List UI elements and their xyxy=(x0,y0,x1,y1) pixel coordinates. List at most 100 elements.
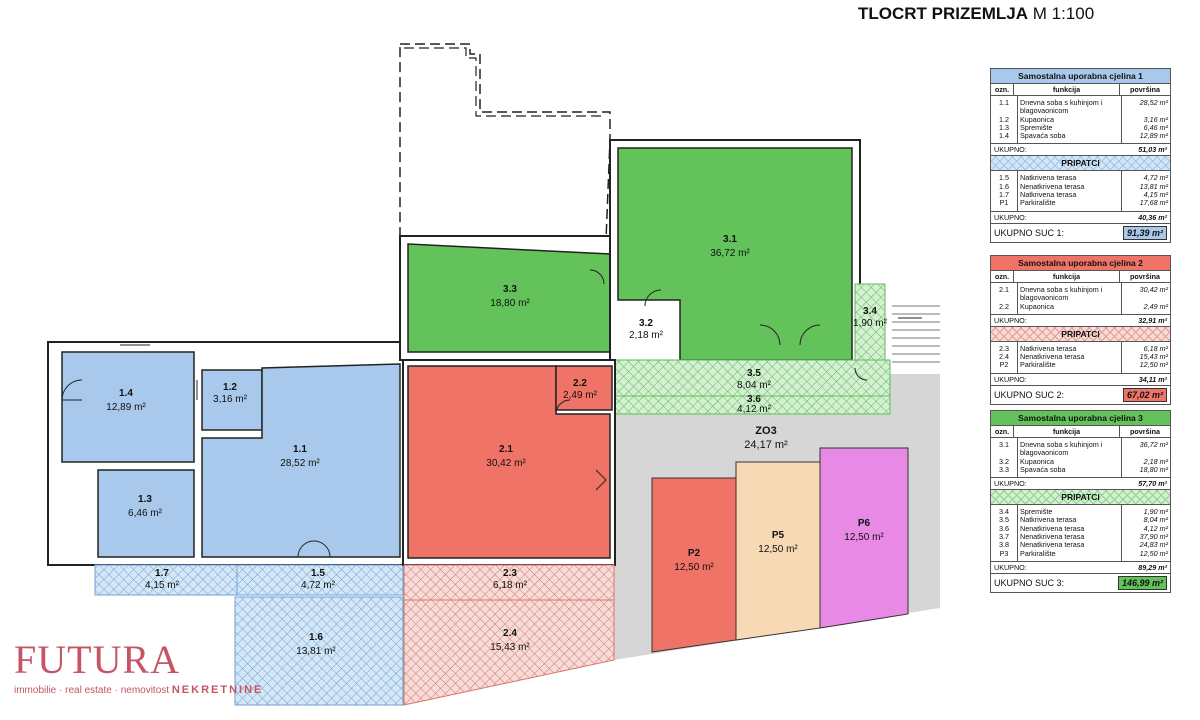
table-row: 3.5 xyxy=(999,515,1009,525)
label-1.6-id: 1.6 xyxy=(309,632,323,643)
room-2.4 xyxy=(403,599,615,706)
table-2-rows: 2.1 2.2 Dnevna soba s kuhinjom i blagova… xyxy=(991,283,1170,315)
table-row: Natkrivena terasa xyxy=(1020,515,1077,525)
table-row: 2,18 m² xyxy=(1143,456,1168,466)
ukupno-label: UKUPNO: xyxy=(994,145,1027,155)
table-row: Dnevna soba s kuhinjom i xyxy=(1020,285,1103,294)
table-row: 4,72 m² xyxy=(1143,173,1168,183)
label-2.3-area: 6,18 m² xyxy=(493,580,528,591)
table-row: 3.6 xyxy=(999,523,1009,533)
table-row: Natkrivena terasa xyxy=(1020,173,1077,183)
label-2.4-id: 2.4 xyxy=(503,628,517,639)
logo-sub-left: immobilie · real estate · nemovitost xyxy=(14,685,170,696)
col-povrsina: površina xyxy=(1130,272,1160,281)
table-1-rows: 1.1 1.2 1.3 1.4 Dnevna soba s kuhinjom i… xyxy=(991,96,1170,145)
col-funkcija: funkcija xyxy=(1014,84,1120,95)
table-1-pripatci-rows: 1.5 1.6 1.7 P1 Natkrivena terasa Nenatkr… xyxy=(991,171,1170,212)
table-row: Kupaonica xyxy=(1020,114,1054,124)
room-1.6 xyxy=(234,596,404,706)
table-3-columns: ozn. funkcija površina xyxy=(991,426,1170,438)
table-2-pripatci-ukupno: UKUPNO:34,11 m² xyxy=(991,374,1170,386)
label-3.6-area: 4,12 m² xyxy=(737,404,772,415)
table-unit-1: Samostalna uporabna cjelina 1 ozn. funkc… xyxy=(990,68,1171,243)
table-row: 6,18 m² xyxy=(1143,343,1168,353)
table-row: P1 xyxy=(999,198,1009,208)
label-1.2-id: 1.2 xyxy=(223,382,237,393)
label-3.3-id: 3.3 xyxy=(503,284,517,295)
table-row: Spremište xyxy=(1020,122,1053,132)
col-funkcija: funkcija xyxy=(1014,271,1120,282)
table-3-pripatci-ukupno: UKUPNO:89,29 m² xyxy=(991,562,1170,574)
table-row: P2 xyxy=(999,360,1009,370)
col-oznaka: ozn. xyxy=(991,84,1014,95)
doors xyxy=(61,269,868,558)
label-1.1-area: 28,52 m² xyxy=(280,458,320,469)
label-3.5-area: 8,04 m² xyxy=(737,380,772,391)
table-1-ukupno: UKUPNO:51,03 m² xyxy=(991,144,1170,157)
total-label: UKUPNO SUC 1: xyxy=(994,227,1065,238)
table-unit-3: Samostalna uporabna cjelina 3 ozn. funkc… xyxy=(990,410,1171,593)
table-3-pripatci: PRIPATCI xyxy=(991,490,1170,506)
title-text: TLOCRT PRIZEMLJA xyxy=(858,4,1028,23)
label-zo3-area: 24,17 m² xyxy=(744,439,788,451)
table-row: 3.7 xyxy=(999,532,1009,542)
table-row: 17,68 m² xyxy=(1139,198,1168,208)
label-p2-area: 12,50 m² xyxy=(674,562,714,573)
table-row: Nenatkrivena terasa xyxy=(1020,523,1085,533)
table-row: 3,16 m² xyxy=(1143,114,1168,124)
table-row: 1.1 xyxy=(999,98,1009,107)
table-2-total: UKUPNO SUC 2: 67,02 m² xyxy=(991,386,1170,404)
col-funkcija: funkcija xyxy=(1014,426,1120,437)
ukupno-value: 57,70 m² xyxy=(1138,479,1167,489)
label-2.1-area: 30,42 m² xyxy=(486,458,526,469)
total-value: 146,99 m² xyxy=(1117,575,1167,590)
table-row: 2.4 xyxy=(999,352,1009,362)
table-row: 4,12 m² xyxy=(1143,523,1168,533)
label-p5-id: P5 xyxy=(772,530,785,541)
table-row: 2.3 xyxy=(999,343,1009,353)
total-label: UKUPNO SUC 2: xyxy=(994,389,1065,400)
label-p2-id: P2 xyxy=(688,548,701,559)
room-1.2 xyxy=(201,369,263,431)
label-2.3-id: 2.3 xyxy=(503,568,517,579)
logo-sub-main: NEKRETNINE xyxy=(171,684,264,696)
logo-name: FUTURA xyxy=(14,637,181,682)
col-povrsina: površina xyxy=(1130,85,1160,94)
label-1.1-id: 1.1 xyxy=(293,444,307,455)
label-2.1-id: 2.1 xyxy=(499,444,513,455)
table-row: 1,90 m² xyxy=(1143,507,1168,517)
ukupno-value: 89,29 m² xyxy=(1138,562,1167,572)
table-row: 2,49 m² xyxy=(1143,301,1168,311)
table-row: 36,72 m² xyxy=(1139,440,1168,449)
table-row: Nenatkrivena terasa xyxy=(1020,532,1085,542)
label-1.2-area: 3,16 m² xyxy=(213,394,248,405)
table-row: Nenatkrivena terasa xyxy=(1020,352,1085,362)
label-1.5-area: 4,72 m² xyxy=(301,580,336,591)
table-row: 3.1 xyxy=(999,440,1009,449)
label-3.2-id: 3.2 xyxy=(639,318,653,329)
label-3.5-id: 3.5 xyxy=(747,368,761,379)
table-row: 15,43 m² xyxy=(1139,352,1168,362)
table-2-columns: ozn. funkcija površina xyxy=(991,271,1170,283)
table-1-columns: ozn. funkcija površina xyxy=(991,84,1170,96)
table-row: 13,81 m² xyxy=(1139,181,1168,191)
table-row: Dnevna soba s kuhinjom i xyxy=(1020,440,1103,449)
col-povrsina: površina xyxy=(1130,427,1160,436)
table-1-pripatci-ukupno: UKUPNO:40,36 m² xyxy=(991,212,1170,224)
total-value: 67,02 m² xyxy=(1122,387,1167,402)
room-1.7 xyxy=(94,564,238,596)
company-logo: FUTURA immobilie · real estate · nemovit… xyxy=(14,637,264,697)
title-scale: M 1:100 xyxy=(1032,4,1095,23)
table-row: 2.2 xyxy=(999,301,1009,311)
label-3.4-id: 3.4 xyxy=(863,306,877,317)
table-row: P3 xyxy=(999,548,1009,558)
table-row: Nenatkrivena terasa xyxy=(1020,540,1085,550)
table-1-total: UKUPNO SUC 1:91,39 m² xyxy=(991,224,1170,242)
ukupno-value: 32,91 m² xyxy=(1138,315,1167,325)
table-2-pripatci-rows: 2.3 2.4 P2 Natkrivena terasa Nenatkriven… xyxy=(991,341,1170,374)
label-1.4-area: 12,89 m² xyxy=(106,402,146,413)
table-row: 2.1 xyxy=(999,285,1009,294)
table-row: 3.8 xyxy=(999,540,1009,550)
total-label: UKUPNO SUC 3: xyxy=(994,577,1065,588)
label-1.5-id: 1.5 xyxy=(311,568,325,579)
